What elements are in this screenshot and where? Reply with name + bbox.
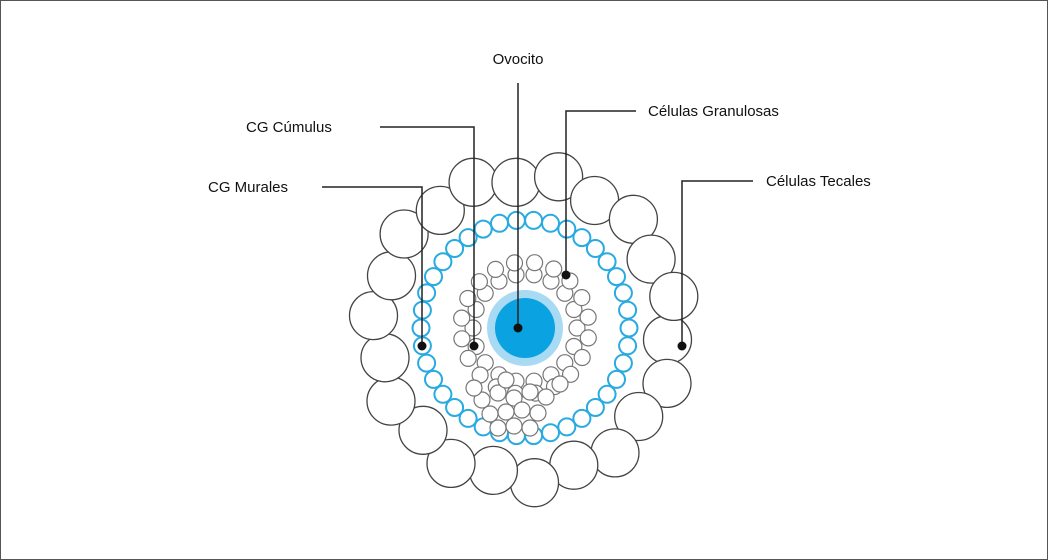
cumulus-cell bbox=[522, 384, 538, 400]
cumulus-cell bbox=[546, 261, 562, 277]
cumulus-cell bbox=[574, 350, 590, 366]
granulosa-cell bbox=[542, 215, 559, 232]
granulosa-cell bbox=[619, 302, 636, 319]
label-ovocito: Ovocito bbox=[493, 51, 544, 68]
cumulus-cell bbox=[490, 420, 506, 436]
cumulus-cell bbox=[530, 405, 546, 421]
cumulus-cell bbox=[460, 350, 476, 366]
granulosa-cell bbox=[615, 284, 632, 301]
cumulus-cell bbox=[498, 372, 514, 388]
cumulus-cell bbox=[527, 255, 543, 271]
granulosa-cell bbox=[542, 424, 559, 441]
oocyte-core bbox=[495, 298, 555, 358]
granulosa-cell bbox=[425, 268, 442, 285]
label-celulas-granulosas: Células Granulosas bbox=[648, 103, 779, 120]
theca-cell bbox=[591, 429, 639, 477]
oocyte bbox=[487, 290, 563, 366]
cumulus-cell bbox=[514, 402, 530, 418]
label-cg-cumulus: CG Cúmulus bbox=[246, 119, 332, 136]
granulosa-cell bbox=[418, 284, 435, 301]
cumulus-cell bbox=[538, 389, 554, 405]
cumulus-cell bbox=[488, 261, 504, 277]
granulosa-cell bbox=[508, 212, 525, 229]
granulosa-cell bbox=[434, 386, 451, 403]
cumulus-cell bbox=[522, 420, 538, 436]
granulosa-cell bbox=[615, 355, 632, 372]
granulosa-cell bbox=[621, 320, 638, 337]
cumulus-cell bbox=[552, 376, 568, 392]
granulosa-cell bbox=[491, 215, 508, 232]
cumulus-cell bbox=[466, 380, 482, 396]
theca-cell bbox=[511, 459, 559, 507]
theca-cell bbox=[367, 377, 415, 425]
granulosa-cell bbox=[599, 253, 616, 270]
cumulus-cell bbox=[498, 404, 514, 420]
granulosa-cell bbox=[608, 371, 625, 388]
theca-cell bbox=[361, 334, 409, 382]
leader-dot-celulas-tecales bbox=[678, 342, 687, 351]
leader-dot-cg-murales bbox=[418, 342, 427, 351]
label-cg-murales: CG Murales bbox=[208, 179, 288, 196]
leader-dot-ovocito bbox=[514, 324, 523, 333]
granulosa-cell bbox=[525, 212, 542, 229]
cumulus-cell bbox=[574, 290, 590, 306]
cumulus-cell bbox=[580, 309, 596, 325]
cumulus-cell bbox=[454, 331, 470, 347]
cumulus-cell bbox=[454, 310, 470, 326]
granulosa-cell bbox=[425, 371, 442, 388]
leader-dot-cg-cumulus bbox=[470, 342, 479, 351]
leader-dot-celulas-granulosas bbox=[562, 271, 571, 280]
cumulus-cell bbox=[482, 406, 498, 422]
cumulus-cell bbox=[507, 255, 523, 271]
granulosa-cell bbox=[558, 418, 575, 435]
theca-cell bbox=[368, 252, 416, 300]
granulosa-cell bbox=[418, 355, 435, 372]
theca-cell bbox=[469, 446, 517, 494]
theca-cell bbox=[492, 158, 540, 206]
theca-cell bbox=[449, 158, 497, 206]
leader-line-celulas-tecales bbox=[682, 181, 753, 346]
label-celulas-tecales: Células Tecales bbox=[766, 173, 871, 190]
theca-cell bbox=[650, 272, 698, 320]
granulosa-cell bbox=[475, 221, 492, 238]
granulosa-cell bbox=[619, 337, 636, 354]
granulosa-cell bbox=[608, 268, 625, 285]
cumulus-cell bbox=[580, 330, 596, 346]
granulosa-cell bbox=[413, 320, 430, 337]
cumulus-cell bbox=[506, 418, 522, 434]
theca-cell bbox=[644, 316, 692, 364]
